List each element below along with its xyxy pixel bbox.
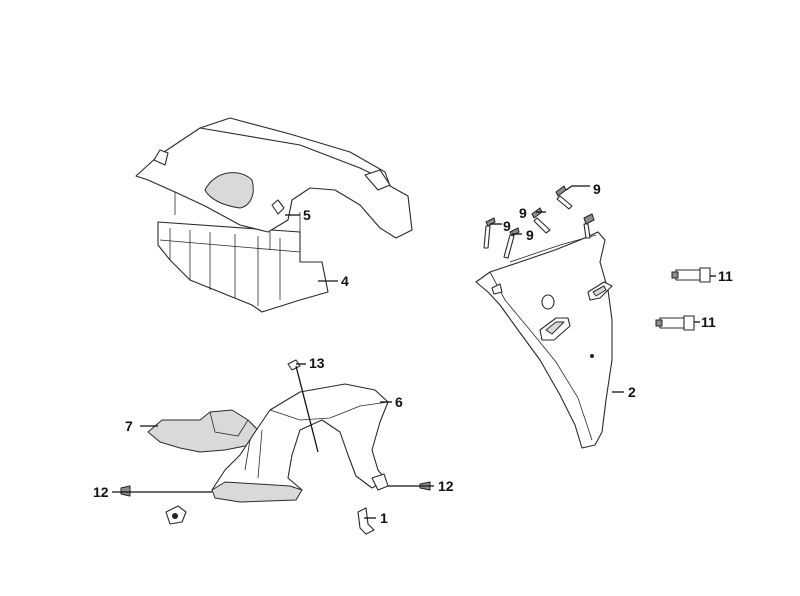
part-6-inner-fender xyxy=(211,383,389,503)
callout-12-right: 12 xyxy=(438,478,454,494)
part-5-helmet-tray xyxy=(135,117,413,250)
callout-5: 5 xyxy=(303,207,311,223)
callout-9-mid: 9 xyxy=(519,205,527,221)
callout-12-left: 12 xyxy=(93,484,109,500)
callout-11-top: 11 xyxy=(718,268,733,284)
bolts-11 xyxy=(655,267,711,331)
callout-labels: 5 4 6 7 2 12 12 13 1 9 9 9 9 11 11 xyxy=(93,181,733,526)
leader-lines xyxy=(112,185,716,519)
callout-9-low: 9 xyxy=(526,227,534,243)
callout-1: 1 xyxy=(380,510,388,526)
callout-2: 2 xyxy=(628,384,636,400)
callout-4: 4 xyxy=(341,273,349,289)
small-fasteners xyxy=(120,359,431,535)
part-4-box-liner xyxy=(157,221,329,313)
callout-11-bottom: 11 xyxy=(701,314,716,330)
callout-7: 7 xyxy=(125,418,133,434)
callout-9-left: 9 xyxy=(503,218,511,234)
part-7-cover xyxy=(147,409,261,453)
callout-13: 13 xyxy=(309,355,325,371)
part-2-rear-fender xyxy=(475,231,613,449)
callout-9-top: 9 xyxy=(593,181,601,197)
callout-6: 6 xyxy=(395,394,403,410)
